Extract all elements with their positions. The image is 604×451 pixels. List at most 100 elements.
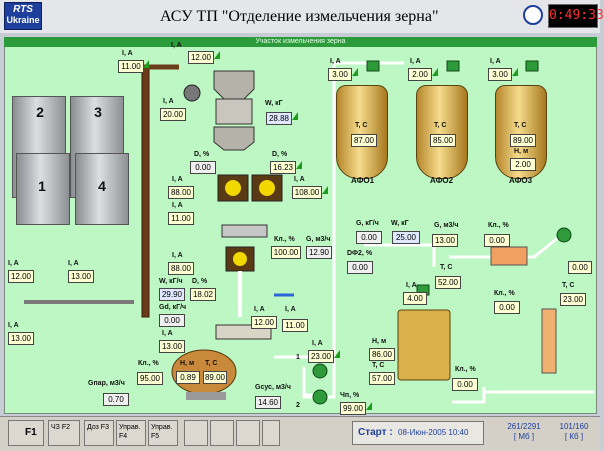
pump-2 xyxy=(312,389,328,405)
scale-weight-value: 28.88 xyxy=(266,112,292,125)
status-flag xyxy=(296,161,302,169)
dose2-label: D, % xyxy=(272,151,288,158)
start-time-box xyxy=(352,421,484,445)
trend-icon[interactable] xyxy=(184,420,208,446)
valve-bottom-label: Кл., % xyxy=(138,360,159,367)
cooker-temp-value: 89.00 xyxy=(203,371,227,384)
disk-stat-value: 101/160 xyxy=(559,422,589,431)
afo3-temp-label: T, C xyxy=(514,122,527,129)
logo-text-ukraine: Ukraine xyxy=(6,15,40,25)
f2-button[interactable]: ЧЗ F2 xyxy=(48,420,80,446)
valve-mid-value[interactable]: 100.00 xyxy=(271,246,301,259)
status-flag xyxy=(366,402,372,410)
valve-mix-value[interactable]: 0.00 xyxy=(452,378,478,391)
mill1-current-label: I, A xyxy=(172,176,183,183)
silo-1[interactable] xyxy=(16,153,70,225)
rts-logo: RTS Ukraine xyxy=(4,2,42,30)
valve-r2-value[interactable]: 0.00 xyxy=(494,301,520,314)
silo4-current-value: 13.00 xyxy=(68,270,94,283)
g-kg-value: 0.00 xyxy=(356,231,382,244)
afo3-level-label: H, м xyxy=(514,148,529,155)
f2-label: ЧЗ F2 xyxy=(51,424,71,431)
flow-mid-label: G, м3/ч xyxy=(306,236,331,243)
afo1-temp-label: T, C xyxy=(355,122,368,129)
f3-button[interactable]: Доз F3 xyxy=(84,420,114,446)
mill2-current-label: I, A xyxy=(294,176,305,183)
report-icon[interactable] xyxy=(210,420,234,446)
status-flag xyxy=(143,60,149,68)
status-flag xyxy=(352,68,358,76)
tank-afo2-label: АФО2 xyxy=(430,176,454,185)
f5-button[interactable]: Управ. F5 xyxy=(148,420,178,446)
motor-afo2 xyxy=(446,60,460,72)
panel-title: Участок измельчения зерна xyxy=(4,37,597,47)
fan-current-value: 20.00 xyxy=(160,108,186,121)
pump-3 xyxy=(556,227,572,243)
valve-r1-value[interactable]: 0.00 xyxy=(484,234,510,247)
silo-4[interactable] xyxy=(75,153,129,225)
status-flag xyxy=(334,350,340,358)
sound-icon[interactable] xyxy=(262,420,280,446)
silo-2-label: 2 xyxy=(36,104,44,120)
screw-current-label: I, A xyxy=(254,306,265,313)
f4-button[interactable]: Управ. F4 xyxy=(116,420,146,446)
top-current-label: I, A xyxy=(171,42,182,49)
dosing-rate-label: W, кГ/ч xyxy=(159,278,183,285)
pump-1-number: 1 xyxy=(296,354,300,361)
pump-1 xyxy=(312,363,328,379)
tank-afo2[interactable] xyxy=(416,85,468,179)
mixer-current-label: I, A xyxy=(406,282,417,289)
temp-right-label: T, C xyxy=(562,282,575,289)
elevator-current-value: 11.00 xyxy=(118,60,144,73)
cooker-level-value: 0.89 xyxy=(176,371,200,384)
memory-stat-value: 261/2291 xyxy=(507,422,541,431)
memory-stat-unit: [ Мб ] xyxy=(513,432,535,441)
dose1-value: 0.00 xyxy=(190,161,216,174)
silo2-current-label: I, A xyxy=(8,260,19,267)
f4-label: Управ. F4 xyxy=(119,424,141,440)
f3-label: Доз F3 xyxy=(87,424,109,431)
mixer-current-value: 4.00 xyxy=(403,292,427,305)
pump-freq-label: Чп, % xyxy=(340,392,360,399)
silo-3-label: 3 xyxy=(94,104,102,120)
dose1-label: D, % xyxy=(194,151,210,158)
tank-afo1[interactable] xyxy=(336,85,388,179)
dose-mid-value: 18.02 xyxy=(190,288,216,301)
heat-exchanger xyxy=(490,246,528,266)
cooker-current-label: I, A xyxy=(162,330,173,337)
dosing-rate-value: 29.90 xyxy=(159,288,185,301)
w-kg2-value: 25.00 xyxy=(392,231,420,244)
disk-stat: 101/160[ Кб ] xyxy=(552,422,596,442)
afo1-temp-value: 87.00 xyxy=(351,134,377,147)
clock-icon xyxy=(523,5,543,25)
pump-current-label: I, A xyxy=(312,340,323,347)
afo1-current-value: 3.00 xyxy=(328,68,352,81)
settings-icon[interactable] xyxy=(236,420,260,446)
temp-mid-value: 52.00 xyxy=(435,276,461,289)
conveyor-current-label: I, A xyxy=(172,202,183,209)
afo2-temp-value: 85.00 xyxy=(430,134,456,147)
logo-text-rts: RTS xyxy=(13,4,33,15)
scale-weight-label: W, кГ xyxy=(265,100,283,107)
status-flag xyxy=(432,68,438,76)
afo2-temp-label: T, C xyxy=(434,122,447,129)
suspension-flow-label: Gсус, м3/ч xyxy=(255,384,291,391)
dose-mid-label: D, % xyxy=(192,278,208,285)
f1-button[interactable]: F1 xyxy=(8,420,44,446)
clock-display: 0:49:33 xyxy=(548,4,604,28)
g-m3-value: 13.00 xyxy=(432,234,458,247)
status-flag xyxy=(214,51,220,59)
memory-stat: 261/2291[ Мб ] xyxy=(500,422,548,442)
motor-afo1 xyxy=(366,60,380,72)
pump-current-value: 23.00 xyxy=(308,350,334,363)
afo3-level-value: 2.00 xyxy=(510,158,536,171)
flow-mid-value: 12.90 xyxy=(306,246,332,259)
temp-mid-label: T, C xyxy=(440,264,453,271)
valve-bottom-value[interactable]: 95.00 xyxy=(137,372,163,385)
app-title: АСУ ТП "Отделение измельчения зерна" xyxy=(160,8,439,25)
pump-freq-value: 99.00 xyxy=(340,402,366,415)
hopper-top xyxy=(213,70,255,100)
afo3-current-label: I, A xyxy=(490,58,501,65)
afo1-current-label: I, A xyxy=(330,58,341,65)
afo2-current-label: I, A xyxy=(410,58,421,65)
